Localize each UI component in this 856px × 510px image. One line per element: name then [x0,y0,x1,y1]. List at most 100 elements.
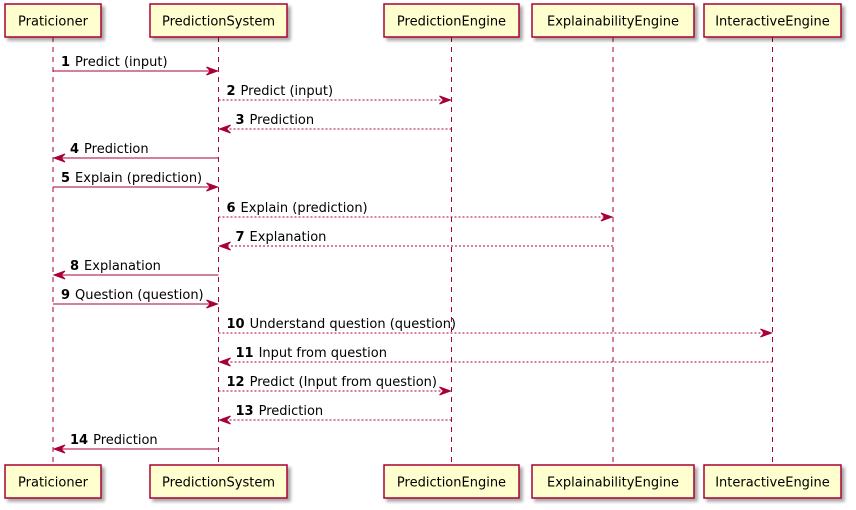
message-number: 6 [227,201,236,216]
message-13: 13 Prediction [218,404,452,425]
message-text: Prediction [259,404,324,419]
lifelines [52,37,773,465]
message-text: Question (question) [75,288,204,303]
message-text: Prediction [84,142,149,157]
message-label: 6 Explain (prediction) [227,201,368,216]
message-text: Explanation [250,230,327,245]
message-label: 2 Predict (input) [227,84,334,99]
message-4: 4 Prediction [52,142,219,163]
message-11: 11 Input from question [218,346,773,367]
message-text: Prediction [93,433,158,448]
message-text: Predict (input) [241,84,334,99]
participants-top: Praticioner PredictionSystem PredictionEng… [4,3,842,38]
message-number: 1 [61,55,70,70]
message-2: 2 Predict (input) [218,84,452,105]
message-12: 12 Predict (Input from question) [218,375,452,396]
message-text: Explanation [84,259,161,274]
participant-box [4,3,102,38]
message-text: Input from question [259,346,387,361]
message-label: 4 Prediction [70,142,149,157]
message-number: 8 [70,259,79,274]
message-number: 5 [61,171,70,186]
message-label: 5 Explain (prediction) [61,171,202,186]
participant-top-p3: ExplainabilityEngine [531,3,695,38]
message-label: 13 Prediction [236,404,324,419]
participant-name: PredictionSystem [162,476,275,491]
message-8: 8 Explanation [52,259,219,280]
message-number: 11 [236,346,254,361]
message-text: Explain (prediction) [75,171,202,186]
participant-box [531,464,695,499]
arrowhead-icon [218,124,231,134]
participant-box [4,464,102,499]
message-text: Prediction [250,113,315,128]
arrowhead-icon [206,182,219,192]
arrowhead-icon [206,66,219,76]
message-9: 9 Question (question) [53,288,219,309]
participant-name: Praticioner [18,15,89,30]
message-1: 1 Predict (input) [53,55,219,76]
message-number: 4 [70,142,79,157]
participant-box [383,3,520,38]
message-number: 12 [227,375,245,390]
arrowhead-icon [439,95,452,105]
message-text: Predict (input) [75,55,168,70]
message-label: 9 Question (question) [61,288,204,303]
participant-name: InteractiveEngine [715,15,830,30]
message-label: 12 Predict (Input from question) [227,375,438,390]
message-text: Understand question (question) [250,317,456,332]
message-text: Predict (Input from question) [250,375,437,390]
message-text: Explain (prediction) [241,201,368,216]
message-label: 10 Understand question (question) [227,317,457,332]
participant-box [531,3,695,38]
arrowhead-icon [760,328,773,338]
arrowhead-icon [439,386,452,396]
message-14: 14 Prediction [52,433,219,454]
message-label: 11 Input from question [236,346,387,361]
participant-top-p1: PredictionSystem [149,3,288,38]
message-number: 9 [61,288,70,303]
arrowhead-icon [218,415,231,425]
message-number: 10 [227,317,245,332]
participant-top-p4: InteractiveEngine [703,3,842,38]
message-number: 7 [236,230,245,245]
participant-bottom-p3: ExplainabilityEngine [531,464,695,499]
participant-bottom-p0: Praticioner [4,464,102,499]
participant-box [703,464,842,499]
message-number: 3 [236,113,245,128]
participant-top-p0: Praticioner [4,3,102,38]
participants-bottom: Praticioner PredictionSystem PredictionEng… [4,464,842,499]
message-3: 3 Prediction [218,113,452,134]
message-6: 6 Explain (prediction) [218,201,614,222]
participant-box [703,3,842,38]
participant-bottom-p2: PredictionEngine [383,464,520,499]
participant-name: Praticioner [18,476,89,491]
message-number: 2 [227,84,236,99]
arrowhead-icon [206,299,219,309]
arrowhead-icon [52,444,66,454]
message-5: 5 Explain (prediction) [53,171,219,192]
participant-box [383,464,520,499]
message-10: 10 Understand question (question) [218,317,773,338]
participant-bottom-p4: InteractiveEngine [703,464,842,499]
participant-bottom-p1: PredictionSystem [149,464,288,499]
participant-box [149,3,288,38]
arrowhead-icon [52,153,66,163]
message-label: 3 Prediction [236,113,315,128]
message-label: 1 Predict (input) [61,55,168,70]
message-label: 7 Explanation [236,230,327,245]
participant-name: ExplainabilityEngine [547,15,679,30]
participant-name: PredictionEngine [397,15,506,30]
arrowhead-icon [218,241,231,251]
participant-name: InteractiveEngine [715,476,830,491]
message-label: 8 Explanation [70,259,161,274]
participant-name: PredictionEngine [397,476,506,491]
participant-top-p2: PredictionEngine [383,3,520,38]
participant-name: PredictionSystem [162,15,275,30]
message-number: 13 [236,404,254,419]
message-number: 14 [70,433,88,448]
message-label: 14 Prediction [70,433,158,448]
arrowhead-icon [600,212,614,222]
